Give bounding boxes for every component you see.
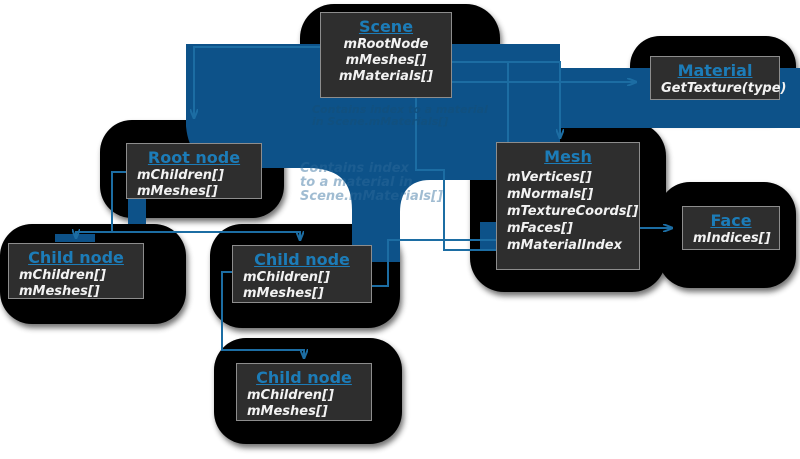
node-field-mesh-3: mFaces[] bbox=[507, 221, 573, 236]
node-card-child-1[interactable]: Child node mChildren[] mMeshes[] bbox=[8, 243, 144, 299]
node-field-child-3-1: mMeshes[] bbox=[247, 404, 328, 419]
node-field-child-3-0: mChildren[] bbox=[247, 388, 334, 403]
node-card-material[interactable]: Material GetTexture(type) bbox=[650, 56, 787, 100]
node-title-scene: Scene bbox=[358, 17, 414, 36]
node-card-child-3[interactable]: Child node mChildren[] mMeshes[] bbox=[236, 363, 372, 421]
annotation-material-index: Contains index to a material in Scene.mM… bbox=[312, 103, 488, 128]
node-field-face-0: mIndices[] bbox=[693, 231, 771, 246]
node-field-scene-2: mMaterials[] bbox=[338, 69, 433, 84]
node-card-face[interactable]: Face mIndices[] bbox=[682, 206, 780, 250]
node-field-scene-1: mMeshes[] bbox=[345, 53, 427, 68]
node-title-mesh: Mesh bbox=[544, 147, 592, 166]
node-card-root[interactable]: Root node mChildren[] mMeshes[] bbox=[126, 143, 262, 199]
annotation-material-index-ghost: Contains index to a material in Scene.mM… bbox=[300, 161, 443, 204]
node-field-mesh-4: mMaterialIndex bbox=[507, 238, 622, 253]
edge-root-child2 bbox=[112, 231, 300, 240]
node-title-child-2: Child node bbox=[254, 250, 350, 269]
node-card-mesh[interactable]: Mesh mVertices[] mNormals[] mTextureCoor… bbox=[496, 142, 640, 270]
node-card-scene[interactable]: Scene mRootNode mMeshes[] mMaterials[] bbox=[320, 12, 452, 98]
node-title-material: Material bbox=[677, 61, 753, 80]
node-card-child-2[interactable]: Child node mChildren[] mMeshes[] bbox=[232, 245, 372, 303]
node-field-child-2-1: mMeshes[] bbox=[243, 286, 324, 301]
node-field-mesh-1: mNormals[] bbox=[507, 187, 594, 202]
node-field-child-1-0: mChildren[] bbox=[19, 268, 106, 283]
edge-scene-rootnode bbox=[194, 46, 334, 118]
node-field-scene-0: mRootNode bbox=[343, 37, 429, 52]
node-field-mesh-0: mVertices[] bbox=[507, 170, 592, 185]
node-title-child-3: Child node bbox=[256, 368, 352, 387]
edge-child2-meshes-to-scene bbox=[330, 62, 509, 287]
node-title-child-1: Child node bbox=[28, 248, 124, 267]
node-field-root-1: mMeshes[] bbox=[137, 184, 218, 199]
node-title-face: Face bbox=[710, 211, 752, 230]
node-field-root-0: mChildren[] bbox=[137, 168, 224, 183]
node-title-root: Root node bbox=[147, 148, 241, 167]
node-field-mesh-2: mTextureCoords[] bbox=[507, 204, 639, 219]
node-field-child-1-1: mMeshes[] bbox=[19, 284, 100, 299]
node-field-child-2-0: mChildren[] bbox=[243, 270, 330, 285]
node-field-material-0: GetTexture(type) bbox=[661, 81, 787, 96]
